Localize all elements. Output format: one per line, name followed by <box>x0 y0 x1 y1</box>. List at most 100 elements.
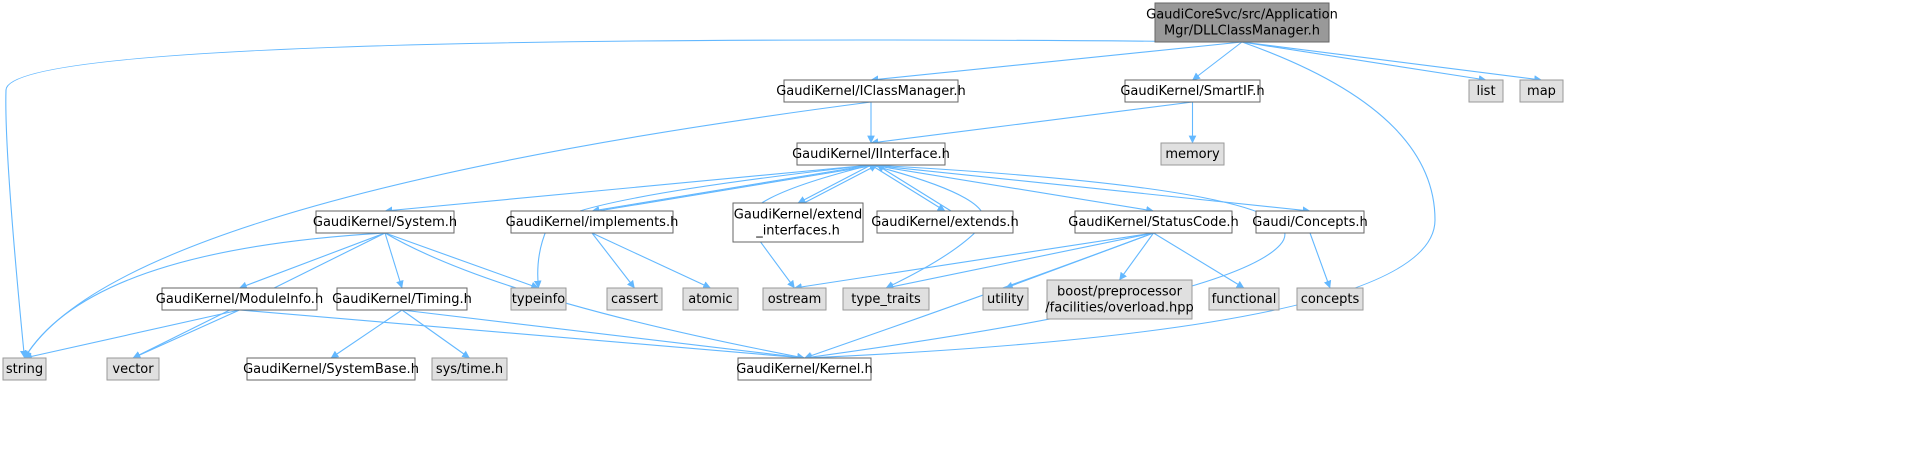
node-ostream-label: ostream <box>768 292 822 307</box>
edge-iinterface-to-extend_interfaces <box>797 164 872 204</box>
edge-statuscode-to-ostream <box>794 232 1154 291</box>
edge-root-to-kernel <box>804 41 1436 362</box>
node-memory-label: memory <box>1165 147 1220 162</box>
node-timing-label: GaudiKernel/Timing.h <box>332 292 472 307</box>
node-vector-box <box>106 357 160 381</box>
node-utility-box <box>982 287 1029 311</box>
edge-timing-to-systime <box>401 309 470 359</box>
node-cassert-label: cassert <box>611 292 658 307</box>
node-string-box <box>2 357 47 381</box>
node-typeinfo: typeinfo <box>510 287 567 311</box>
node-vector: vector <box>106 357 160 381</box>
node-systembase[interactable]: GaudiKernel/SystemBase.h <box>243 357 419 381</box>
node-iclassmanager-box <box>783 79 959 103</box>
edge-statuscode-to-utility <box>1005 232 1154 290</box>
node-ostream: ostream <box>762 287 827 311</box>
node-root-box <box>1154 2 1330 43</box>
node-root-label: GaudiCoreSvc/src/Application <box>1146 8 1338 23</box>
edge-system-to-typeinfo <box>384 232 539 290</box>
node-statuscode-box <box>1074 210 1233 234</box>
node-root-label: Mgr/DLLClassManager.h <box>1164 24 1320 39</box>
node-cassert-box <box>606 287 663 311</box>
node-concepts_h[interactable]: Gaudi/Concepts.h <box>1252 210 1368 234</box>
node-kernel-box <box>737 357 872 381</box>
node-iinterface-box <box>796 142 946 166</box>
node-overload-box <box>1046 279 1193 320</box>
edge-statuscode-to-type_traits <box>885 232 1154 291</box>
node-extends[interactable]: GaudiKernel/extends.h <box>871 210 1019 234</box>
node-concepts-box <box>1296 287 1364 311</box>
node-smartif[interactable]: GaudiKernel/SmartIF.h <box>1120 79 1265 103</box>
node-system[interactable]: GaudiKernel/System.h <box>313 210 457 234</box>
node-functional-box <box>1208 287 1280 311</box>
edge-iinterface-to-extends <box>870 164 946 212</box>
edge-root-to-string <box>5 39 1243 359</box>
node-string-label: string <box>6 362 43 377</box>
node-map-box <box>1519 79 1564 103</box>
node-smartif-box <box>1124 79 1261 103</box>
node-overload: boost/preprocessor/facilities/overload.h… <box>1045 279 1194 320</box>
node-systime: sys/time.h <box>431 357 508 381</box>
node-kernel-label: GaudiKernel/Kernel.h <box>736 362 873 377</box>
node-extends-label: GaudiKernel/extends.h <box>871 215 1019 230</box>
edge-smartif-to-iinterface <box>870 101 1193 146</box>
node-kernel[interactable]: GaudiKernel/Kernel.h <box>736 357 873 381</box>
node-iinterface[interactable]: GaudiKernel/IInterface.h <box>792 142 950 166</box>
edge-system-to-timing <box>384 232 404 289</box>
node-vector-label: vector <box>112 362 154 377</box>
node-atomic: atomic <box>682 287 739 311</box>
edge-concepts_h-to-concepts <box>1309 232 1332 289</box>
node-moduleinfo-box <box>161 287 318 311</box>
node-smartif-label: GaudiKernel/SmartIF.h <box>1120 84 1264 99</box>
node-statuscode-label: GaudiKernel/StatusCode.h <box>1068 215 1238 230</box>
node-typeinfo-label: typeinfo <box>512 292 565 307</box>
node-system-label: GaudiKernel/System.h <box>313 215 457 230</box>
node-atomic-label: atomic <box>688 292 732 307</box>
edge-iinterface-to-statuscode <box>870 164 1154 214</box>
node-cassert: cassert <box>606 287 663 311</box>
edge-moduleinfo-to-vector <box>132 309 240 359</box>
edge-root-to-map <box>1241 41 1542 83</box>
edge-statuscode-to-functional <box>1153 232 1245 289</box>
edge-moduleinfo-to-kernel <box>239 309 805 362</box>
edge-system-to-moduleinfo <box>239 232 386 290</box>
node-list-box <box>1468 79 1504 103</box>
node-type_traits-box <box>842 287 930 311</box>
edge-root-to-list <box>1241 41 1487 83</box>
node-moduleinfo-label: GaudiKernel/ModuleInfo.h <box>156 292 323 307</box>
node-iclassmanager-label: GaudiKernel/IClassManager.h <box>776 84 966 99</box>
node-extend_interfaces[interactable]: GaudiKernel/extend_interfaces.h <box>732 202 864 243</box>
node-system-box <box>315 210 455 234</box>
edge-timing-to-systembase <box>330 309 403 359</box>
node-statuscode[interactable]: GaudiKernel/StatusCode.h <box>1068 210 1239 234</box>
node-overload-label: boost/preprocessor <box>1057 285 1183 300</box>
node-implements[interactable]: GaudiKernel/implements.h <box>506 210 679 234</box>
node-systime-box <box>431 357 508 381</box>
node-typeinfo-box <box>510 287 567 311</box>
node-type_traits: type_traits <box>842 287 930 311</box>
node-utility-label: utility <box>987 292 1024 307</box>
node-overload-label: /facilities/overload.hpp <box>1045 301 1193 316</box>
node-iclassmanager[interactable]: GaudiKernel/IClassManager.h <box>776 79 966 103</box>
node-systime-label: sys/time.h <box>436 362 503 377</box>
edge-implements-to-atomic <box>591 232 711 289</box>
node-concepts-label: concepts <box>1301 292 1360 307</box>
edge-extend_interfaces-to-iinterface <box>803 164 878 204</box>
node-ostream-box <box>762 287 827 311</box>
node-moduleinfo[interactable]: GaudiKernel/ModuleInfo.h <box>156 287 323 311</box>
edge-moduleinfo-to-string <box>24 309 240 361</box>
edge-system-to-string <box>24 232 386 359</box>
edge-implements-to-iinterface <box>597 162 878 212</box>
edge-timing-to-kernel <box>401 309 805 361</box>
node-atomic-box <box>682 287 739 311</box>
node-concepts_h-label: Gaudi/Concepts.h <box>1252 215 1367 230</box>
edge-statuscode-to-overload <box>1119 232 1154 281</box>
node-extend_interfaces-box <box>732 202 864 243</box>
node-systembase-label: GaudiKernel/SystemBase.h <box>243 362 419 377</box>
node-timing[interactable]: GaudiKernel/Timing.h <box>332 287 472 311</box>
node-iinterface-label: GaudiKernel/IInterface.h <box>792 147 950 162</box>
node-extend_interfaces-label: GaudiKernel/extend <box>734 208 862 223</box>
node-list: list <box>1468 79 1504 103</box>
edge-iinterface-to-system <box>384 164 872 215</box>
